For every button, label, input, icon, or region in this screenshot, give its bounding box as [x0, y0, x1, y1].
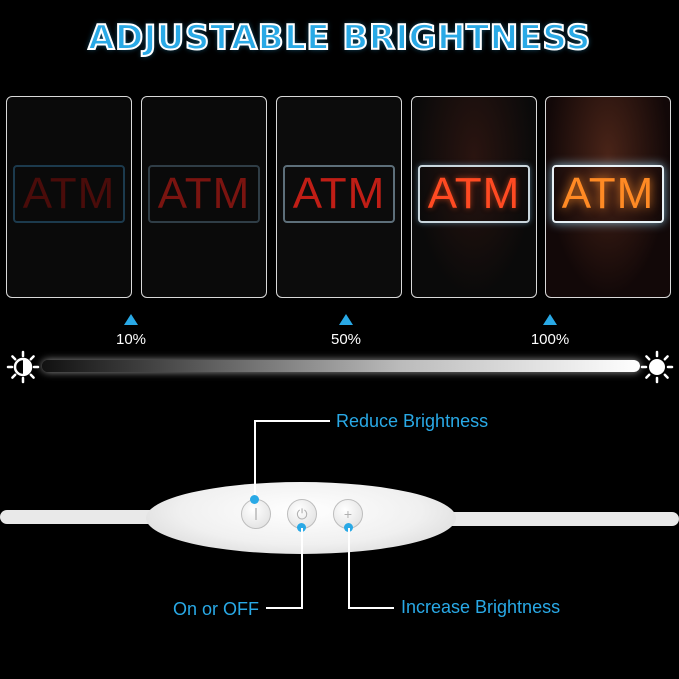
reduce-brightness-button[interactable]	[241, 499, 271, 529]
callout-line-increase	[348, 607, 394, 609]
minus-icon	[255, 508, 257, 520]
callout-dot-power	[297, 523, 306, 532]
neon-sign: ATM	[418, 165, 530, 223]
callout-dot-reduce	[250, 495, 259, 504]
half-sun-icon	[6, 350, 40, 384]
sign-text: ATM	[427, 169, 521, 218]
cable-right	[430, 512, 679, 526]
callout-line-increase-vert	[348, 528, 350, 608]
brightness-panel-3: ATM	[276, 96, 402, 298]
power-icon: ⏻	[296, 505, 308, 522]
neon-sign: ATM	[283, 165, 395, 223]
neon-sign: ATM	[13, 165, 125, 223]
neon-sign: ATM	[552, 165, 664, 223]
sign-text: ATM	[561, 169, 655, 218]
level-marker-50	[339, 314, 353, 325]
brightness-gradient-bar	[42, 360, 640, 372]
level-label-100: 100%	[530, 331, 570, 348]
cable-left	[0, 510, 170, 524]
brightness-panel-1: ATM	[6, 96, 132, 298]
level-marker-10	[124, 314, 138, 325]
plus-icon: +	[343, 506, 353, 522]
brightness-panel-5: ATM	[545, 96, 671, 298]
brightness-panel-2: ATM	[141, 96, 267, 298]
callout-line-power	[266, 607, 303, 609]
level-label-10: 10%	[115, 331, 147, 348]
callout-line-power-vert	[301, 528, 303, 608]
callout-line-reduce-vert	[254, 420, 256, 498]
increase-brightness-label: Increase Brightness	[401, 597, 561, 617]
sign-text: ATM	[157, 169, 251, 218]
level-marker-100	[543, 314, 557, 325]
reduce-brightness-label: Reduce Brightness	[336, 411, 489, 431]
sun-icon	[640, 350, 674, 384]
callout-dot-increase	[344, 523, 353, 532]
brightness-panel-4: ATM	[411, 96, 537, 298]
sign-text: ATM	[292, 169, 386, 218]
power-label: On or OFF	[173, 599, 260, 619]
sign-text: ATM	[22, 169, 116, 218]
page-title: ADJUSTABLE BRIGHTNESS	[87, 17, 591, 59]
level-label-50: 50%	[330, 331, 362, 348]
callout-line-reduce	[254, 420, 330, 422]
neon-sign: ATM	[148, 165, 260, 223]
